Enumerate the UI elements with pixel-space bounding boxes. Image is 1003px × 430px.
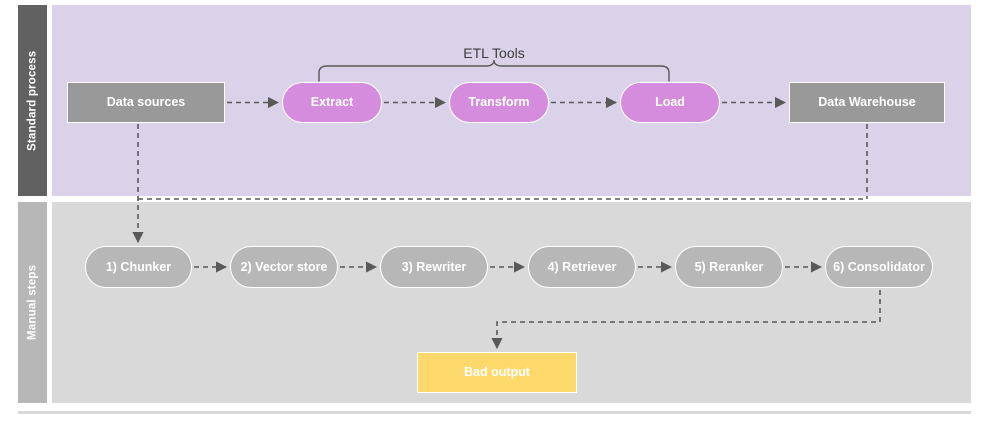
node-chunker-label: 1) Chunker [105, 259, 172, 274]
etl-tools-label: ETL Tools [463, 45, 525, 61]
node-load[interactable]: Load [620, 82, 720, 123]
node-vector-store[interactable]: 2) Vector store [230, 246, 338, 288]
node-load-label: Load [655, 95, 685, 110]
node-data-sources-label: Data sources [106, 95, 186, 110]
node-bad-output[interactable]: Bad output [417, 352, 577, 393]
lane-label-manual-steps: Manual steps [18, 202, 47, 403]
node-vector-store-label: 2) Vector store [240, 259, 328, 274]
bottom-divider-rule [18, 411, 971, 414]
node-transform[interactable]: Transform [449, 82, 549, 123]
node-rewriter[interactable]: 3) Rewriter [380, 246, 488, 288]
node-data-warehouse-label: Data Warehouse [818, 95, 916, 110]
node-extract-label: Extract [310, 95, 354, 110]
node-retriever-label: 4) Retriever [547, 259, 617, 274]
node-data-sources[interactable]: Data sources [67, 82, 225, 123]
node-bad-output-label: Bad output [464, 365, 530, 380]
node-rewriter-label: 3) Rewriter [401, 259, 467, 274]
lane-label-standard-process: Standard process [18, 5, 47, 196]
node-consolidator-label: 6) Consolidator [833, 259, 925, 274]
node-chunker[interactable]: 1) Chunker [85, 246, 192, 288]
node-extract[interactable]: Extract [282, 82, 382, 123]
node-retriever[interactable]: 4) Retriever [528, 246, 636, 288]
node-consolidator[interactable]: 6) Consolidator [825, 246, 933, 288]
node-data-warehouse[interactable]: Data Warehouse [789, 82, 945, 123]
node-transform-label: Transform [468, 95, 530, 110]
node-reranker-label: 5) Reranker [694, 259, 764, 274]
node-reranker[interactable]: 5) Reranker [675, 246, 783, 288]
